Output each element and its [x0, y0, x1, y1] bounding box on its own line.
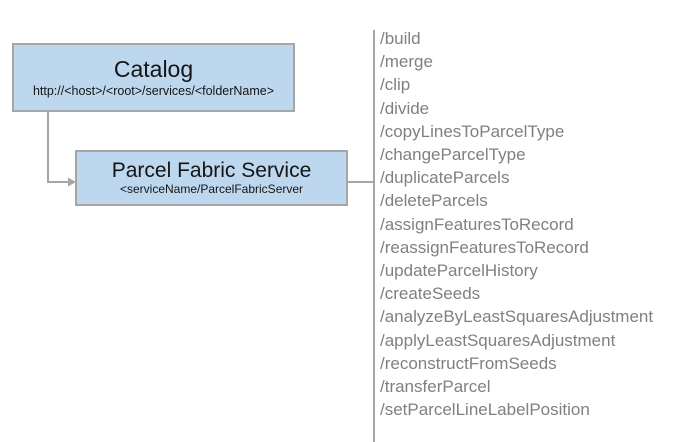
operations-list: /build /merge /clip /divide /copyLinesTo… — [380, 27, 680, 421]
operation-item[interactable]: /build — [380, 29, 421, 48]
operation-item[interactable]: /assignFeaturesToRecord — [380, 214, 574, 234]
operation-item[interactable]: /merge — [380, 52, 433, 72]
node-parcel-fabric-service-subtitle: <serviceName/ParcelFabricServer — [119, 181, 304, 196]
operation-item[interactable]: /reassignFeaturesToRecord — [380, 237, 589, 257]
operation-item[interactable]: /analyzeByLeastSquaresAdjustment — [380, 307, 654, 327]
operation-item[interactable]: /deleteParcels — [380, 191, 488, 211]
operation-item[interactable]: /transferParcel — [380, 377, 491, 397]
operation-item[interactable]: /reconstructFromSeeds — [380, 353, 557, 373]
node-catalog[interactable]: Catalog http://<host>/<root>/services/<f… — [12, 43, 295, 112]
node-parcel-fabric-service[interactable]: Parcel Fabric Service <serviceName/Parce… — [75, 150, 348, 206]
operation-item[interactable]: /divide — [380, 98, 430, 118]
connector-catalog-to-parcel-fabric-service — [47, 112, 76, 187]
operation-item[interactable]: /setParcelLineLabelPosition — [380, 400, 590, 420]
operation-item[interactable]: /updateParcelHistory — [380, 261, 538, 281]
operation-item[interactable]: /copyLinesToParcelType — [380, 121, 565, 141]
node-catalog-subtitle: http://<host>/<root>/services/<folderNam… — [32, 83, 275, 98]
node-catalog-title: Catalog — [113, 55, 194, 82]
operation-item[interactable]: /clip — [380, 75, 411, 95]
operation-item[interactable]: /duplicateParcels — [380, 168, 510, 188]
operation-item[interactable]: /createSeeds — [380, 284, 481, 304]
operation-item[interactable]: /applyLeastSquaresAdjustment — [380, 330, 616, 350]
operation-item[interactable]: /changeParcelType — [380, 145, 526, 165]
node-parcel-fabric-service-title: Parcel Fabric Service — [111, 158, 312, 182]
